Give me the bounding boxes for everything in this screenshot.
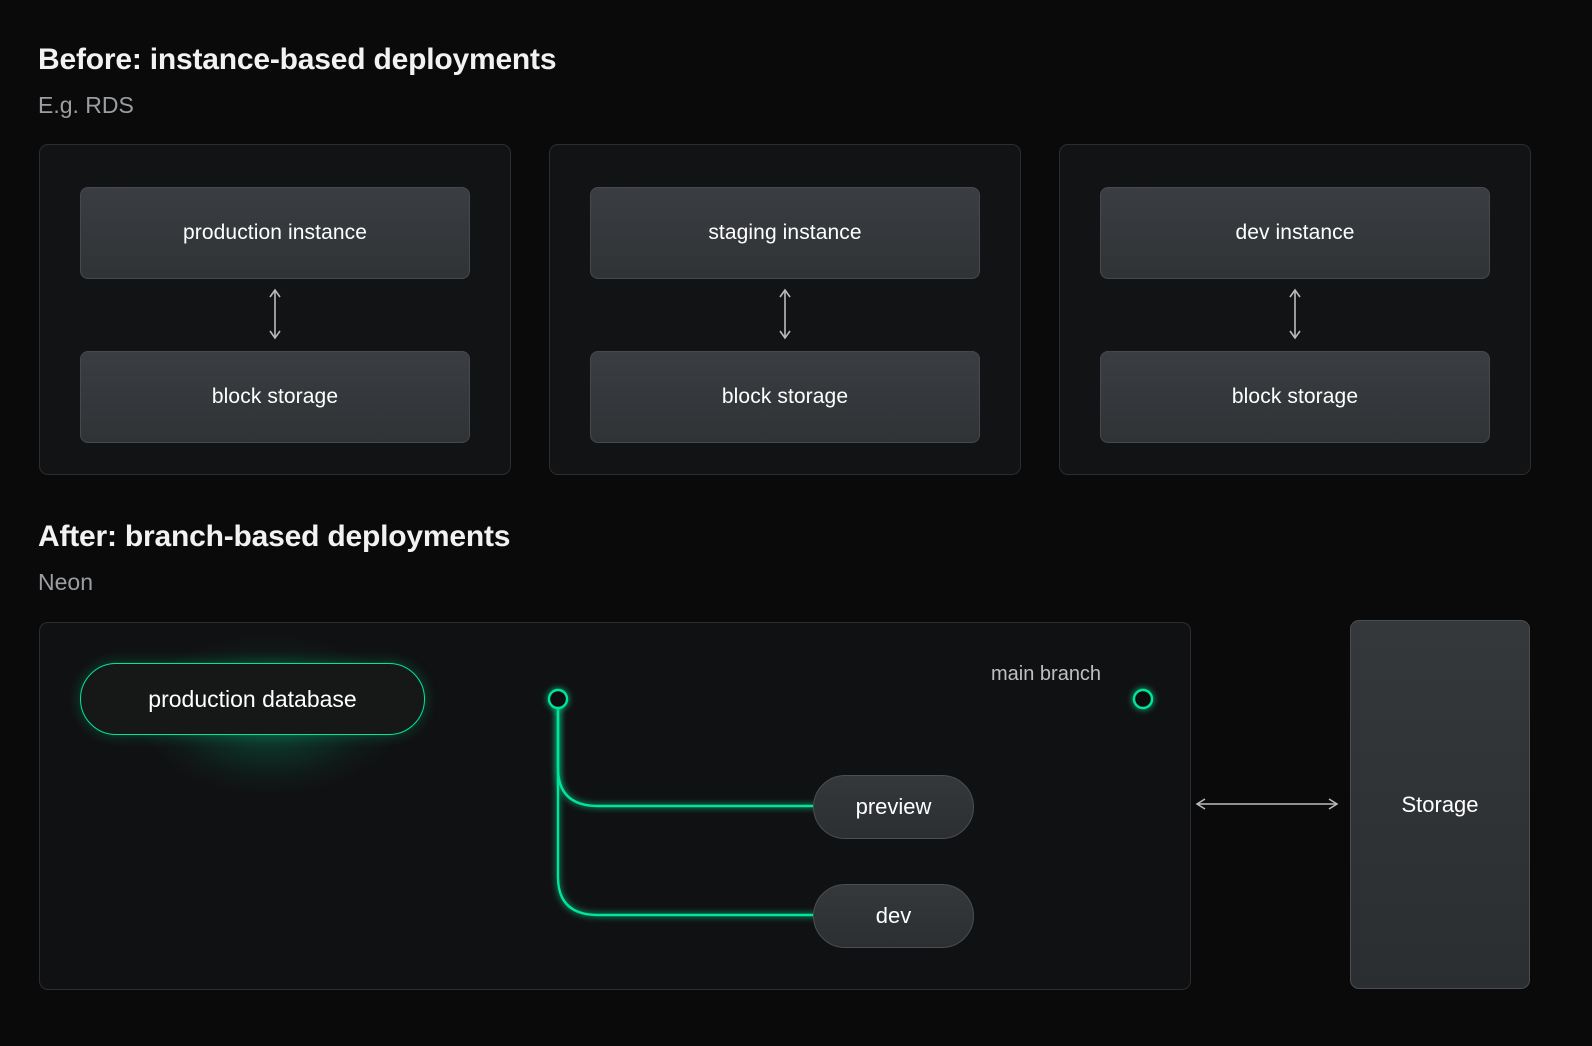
- before-section-title: Before: instance-based deployments: [38, 43, 557, 76]
- dev-branch-label: dev: [875, 903, 912, 928]
- double-arrow-vertical-icon: [779, 288, 791, 340]
- production-database-pill[interactable]: production database: [80, 663, 425, 735]
- after-section-subtitle: Neon: [38, 569, 93, 595]
- double-arrow-vertical-icon: [1289, 288, 1301, 340]
- block-storage-box: block storage: [80, 351, 470, 443]
- storage-box: Storage: [1350, 620, 1530, 989]
- instance-box: dev instance: [1100, 187, 1490, 279]
- instance-card-production: production instance block storage: [39, 144, 511, 475]
- storage-label: Storage: [1401, 791, 1479, 817]
- instance-box: staging instance: [590, 187, 980, 279]
- main-branch-label: main branch: [991, 663, 1102, 685]
- dev-branch-pill[interactable]: dev: [813, 884, 974, 948]
- instance-box: production instance: [80, 187, 470, 279]
- instance-card-staging: staging instance block storage: [549, 144, 1021, 475]
- instance-card-dev: dev instance block storage: [1059, 144, 1531, 475]
- preview-branch-label: preview: [855, 794, 932, 819]
- double-arrow-horizontal-icon: [1195, 798, 1339, 810]
- before-section-subtitle: E.g. RDS: [38, 92, 134, 118]
- preview-branch-pill[interactable]: preview: [813, 775, 974, 839]
- double-arrow-vertical-icon: [269, 288, 281, 340]
- block-storage-box: block storage: [1100, 351, 1490, 443]
- production-database-label: production database: [148, 685, 357, 712]
- block-storage-box: block storage: [590, 351, 980, 443]
- after-section-title: After: branch-based deployments: [38, 520, 511, 553]
